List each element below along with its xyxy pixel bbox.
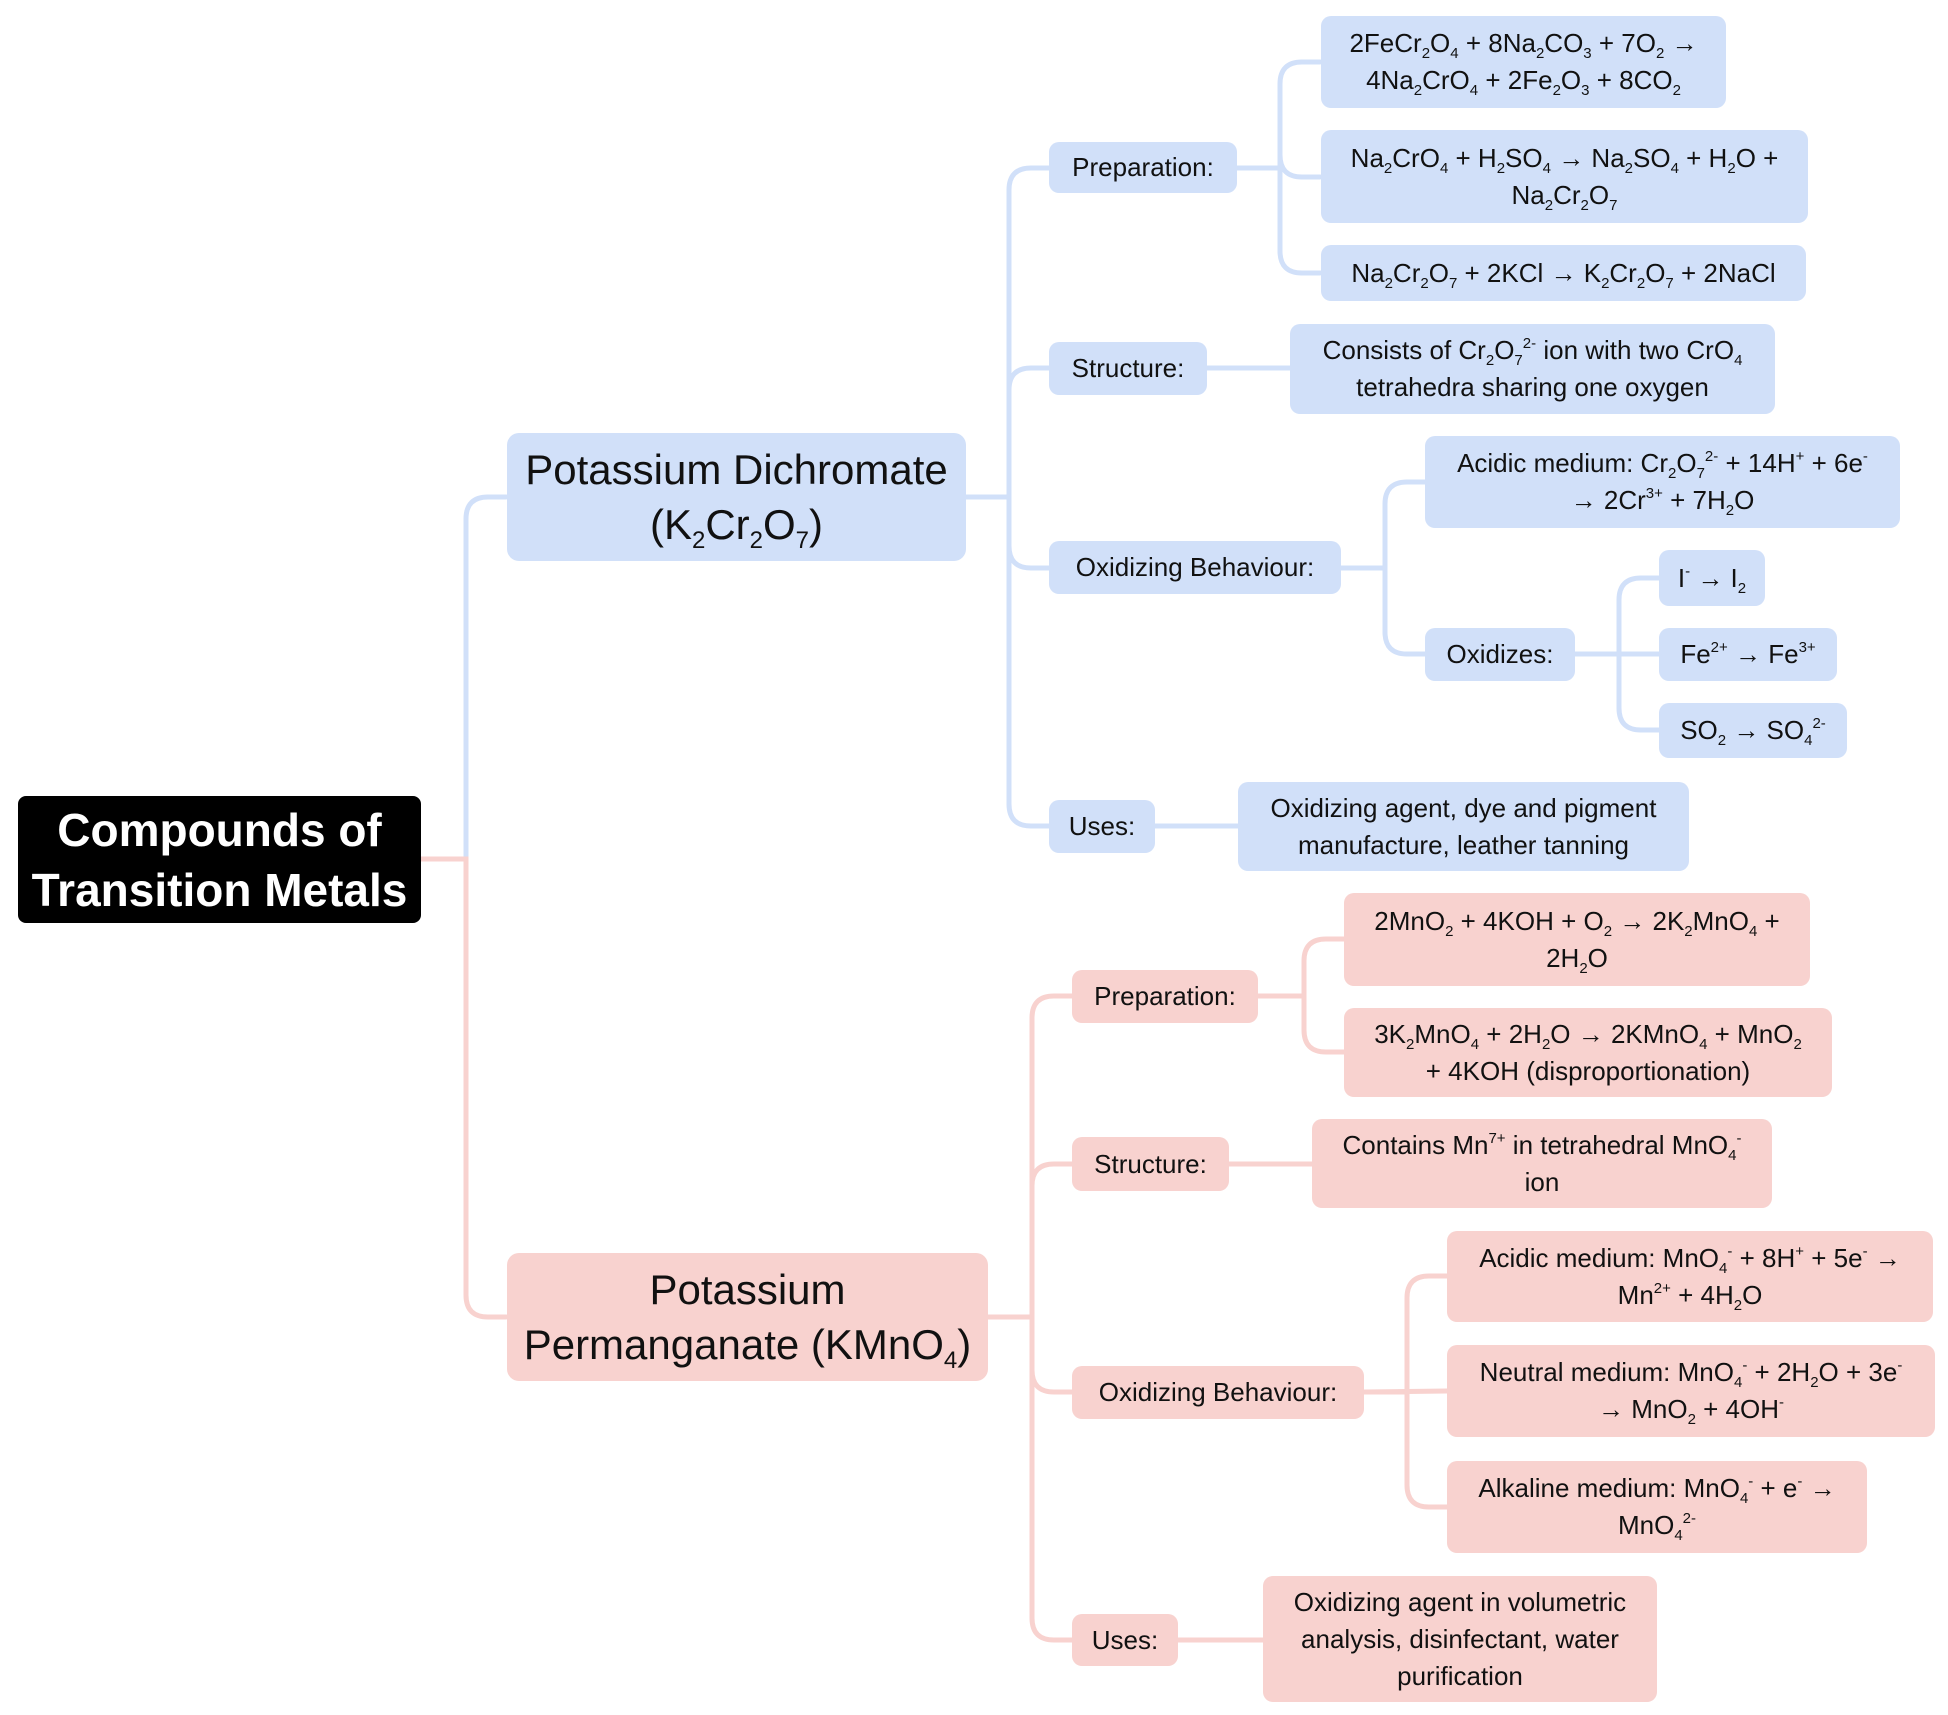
permanganate-uses-text: Oxidizing agent in volumetric analysis, …	[1263, 1576, 1657, 1702]
permanganate-neutral-equation: Neutral medium: MnO4- + 2H2O + 3e- → MnO…	[1447, 1345, 1935, 1437]
permanganate-structure-text: Contains Mn7+ in tetrahedral MnO4- ion	[1312, 1119, 1772, 1208]
permanganate-prep-equation-2: 3K2MnO4 + 2H2O → 2KMnO4 + MnO2 + 4KOH (d…	[1344, 1008, 1832, 1097]
permanganate-oxidizing-label: Oxidizing Behaviour:	[1072, 1366, 1364, 1419]
connector-path	[1234, 154, 1323, 180]
dichromate-oxidizing-label: Oxidizing Behaviour:	[1049, 541, 1341, 594]
connector-path	[1338, 565, 1428, 657]
dichromate-prep-equation-1: 2FeCr2O4 + 8Na2CO3 + 7O2 → 4Na2CrO4 + 2F…	[1321, 16, 1726, 108]
connector-path	[985, 1314, 1075, 1643]
root-title-line2: Transition Metals	[31, 863, 408, 916]
connector-path	[985, 1161, 1075, 1320]
connector-path	[1361, 1389, 1450, 1510]
dichromate-oxidizes-label: Oxidizes:	[1425, 628, 1575, 681]
connector-path	[1572, 651, 1662, 733]
connector-path	[1255, 993, 1347, 1055]
permanganate-prep-equation-1: 2MnO2 + 4KOH + O2 → 2K2MnO4 + 2H2O	[1344, 893, 1810, 986]
permanganate-structure-label: Structure:	[1072, 1137, 1229, 1191]
connector-path	[1255, 936, 1347, 999]
connector-path	[963, 365, 1052, 500]
oxidizes-iron: Fe2+ → Fe3+	[1659, 628, 1837, 681]
dichromate-uses-label: Uses:	[1049, 800, 1155, 853]
connector-path	[1234, 59, 1323, 171]
dichromate-acidic-equation: Acidic medium: Cr2O72- + 14H+ + 6e- → 2C…	[1425, 436, 1900, 528]
root-title-line1: Compounds of	[57, 803, 382, 856]
permanganate-preparation-label: Preparation:	[1072, 970, 1258, 1023]
dichromate-structure-label: Structure:	[1049, 342, 1207, 395]
connector-path	[1338, 479, 1428, 571]
oxidizes-iodide: I- → I2	[1659, 550, 1765, 606]
connector-path	[985, 993, 1075, 1320]
oxidizes-sulfur-dioxide: SO2 → SO42-	[1659, 703, 1847, 758]
connector-path	[418, 856, 509, 1320]
connector-path	[1361, 1273, 1450, 1395]
dichromate-node: Potassium Dichromate (K2Cr2O7)	[507, 433, 966, 561]
permanganate-uses-label: Uses:	[1072, 1614, 1178, 1666]
dichromate-uses-text: Oxidizing agent, dye and pigment manufac…	[1238, 782, 1689, 871]
root-node: Compounds of Transition Metals	[18, 796, 421, 923]
connector-path	[963, 165, 1052, 500]
dichromate-title-line2: (K2Cr2O7)	[649, 501, 824, 554]
connector-path	[1234, 165, 1323, 276]
connector-path	[963, 494, 1052, 829]
permanganate-node: Potassium Permanganate (KMnO4)	[507, 1253, 988, 1381]
permanganate-title-line2: Permanganate (KMnO4)	[523, 1321, 972, 1374]
dichromate-preparation-label: Preparation:	[1049, 142, 1237, 193]
dichromate-structure-text: Consists of Cr2O72- ion with two CrO4 te…	[1290, 324, 1775, 414]
connector-path	[1572, 575, 1662, 657]
permanganate-acidic-equation: Acidic medium: MnO4- + 8H+ + 5e- → Mn2+ …	[1447, 1231, 1933, 1322]
dichromate-prep-equation-3: Na2Cr2O7 + 2KCl → K2Cr2O7 + 2NaCl	[1321, 245, 1806, 301]
dichromate-prep-equation-2: Na2CrO4 + H2SO4 → Na2SO4 + H2O + Na2Cr2O…	[1321, 130, 1808, 223]
dichromate-title-line1: Potassium Dichromate	[525, 446, 948, 493]
permanganate-alkaline-equation: Alkaline medium: MnO4- + e- → MnO42-	[1447, 1461, 1867, 1553]
permanganate-title-line1: Potassium	[649, 1266, 846, 1313]
connector-path	[418, 494, 509, 862]
